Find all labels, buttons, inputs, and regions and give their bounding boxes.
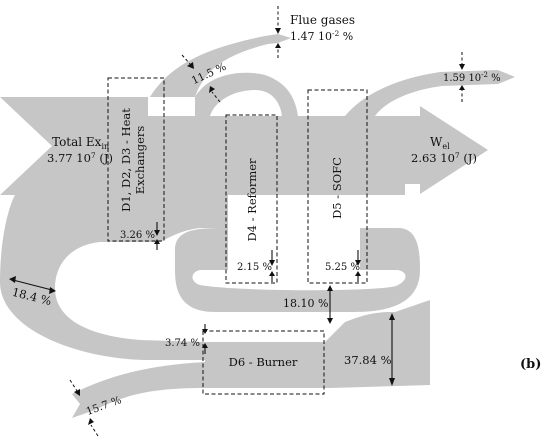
sofc-label: D5 - SOFC (330, 157, 344, 219)
outlet-band-top-right (345, 70, 515, 116)
pointer-3-26-lower-head (154, 239, 160, 244)
w-el-label: Wel (430, 135, 450, 151)
pointer-18-10-head-top (327, 285, 333, 291)
flue-gases-label: Flue gases (290, 13, 355, 27)
text-labels: Flue gases 1.47 10-2 % 1.59 10-2 % 11.5 … (11, 13, 542, 418)
pointer-15-7-lower (90, 424, 99, 437)
inner-loop-gap (212, 270, 390, 284)
burner-box (202, 330, 325, 395)
pointer-5-25-lower-head (355, 271, 361, 276)
pointer-18-10-head-bottom (327, 318, 333, 324)
flue-return-band (195, 72, 298, 116)
pointer-18-4-head-left (9, 276, 16, 283)
flue-gases-value: 1.47 10-2 % (290, 29, 353, 43)
pointer-2-15-head (269, 260, 275, 266)
burner-label: D6 - Burner (229, 355, 298, 369)
pointer-15-7-upper (69, 379, 78, 392)
outlet-top-right-value: 1.59 10-2 % (443, 71, 501, 84)
pointer-11-5-upper-head (187, 62, 194, 69)
outer-loop-band (0, 195, 205, 360)
component-boxes (107, 77, 368, 395)
sofc-box (307, 89, 368, 284)
inner-loop-band (175, 228, 420, 312)
percent-2-15: 2.15 % (237, 262, 272, 273)
percent-3-26: 3.26 % (120, 230, 155, 241)
pointer-15-7-lower-head (88, 418, 94, 425)
total-ex-in-label: Total Exin (52, 135, 109, 151)
flue-gases-pointer-bottom-head (275, 43, 281, 48)
outlet-pointer-bottom-head (459, 85, 465, 90)
flow-bands (0, 34, 515, 418)
heat-exchangers-label-line2: Exchangers (133, 126, 147, 195)
pointer-5-25-head (355, 260, 361, 266)
percent-18-10: 18.10 % (283, 297, 328, 310)
panel-label: (b) (520, 357, 541, 372)
outlet-pointer-top-head (459, 64, 465, 70)
pointer-2-15-lower-head (269, 271, 275, 276)
reformer-label: D4 - Reformer (245, 158, 259, 242)
w-el-value: 2.63 107 (J) (411, 151, 477, 165)
flue-gases-branch (150, 34, 291, 97)
reformer-box (225, 114, 278, 284)
pointer-11-5-upper (181, 54, 191, 65)
pointer-3-74-lower-head (202, 343, 208, 348)
loop-connector-band (160, 195, 228, 242)
percent-3-74: 3.74 % (165, 338, 200, 349)
heat-exchangers-label-line1: D1, D2, D3 - Heat (119, 108, 133, 212)
flue-gases-pointer-top-head (275, 28, 281, 34)
measure-arrows (9, 6, 465, 437)
pointer-37-84-head-bottom (389, 378, 395, 386)
pointer-3-74-upper-head (202, 329, 208, 334)
pointer-37-84-head-top (389, 313, 395, 320)
percent-5-25: 5.25 % (325, 262, 360, 273)
total-ex-in-value: 3.77 107 (J) (47, 151, 113, 165)
pointer-11-5-lower-head (209, 86, 215, 93)
pointer-11-5-lower (211, 91, 221, 103)
percent-37-84: 37.84 % (344, 353, 392, 367)
pointer-15-7-upper-head (74, 389, 80, 396)
burner-outflow-band (72, 300, 430, 418)
pointer-3-26-head (154, 230, 160, 236)
pointer-18-4-head-right (49, 287, 56, 294)
main-flow-band (0, 97, 488, 195)
heat-exchangers-box (107, 77, 165, 242)
pointer-18-4 (12, 279, 53, 291)
